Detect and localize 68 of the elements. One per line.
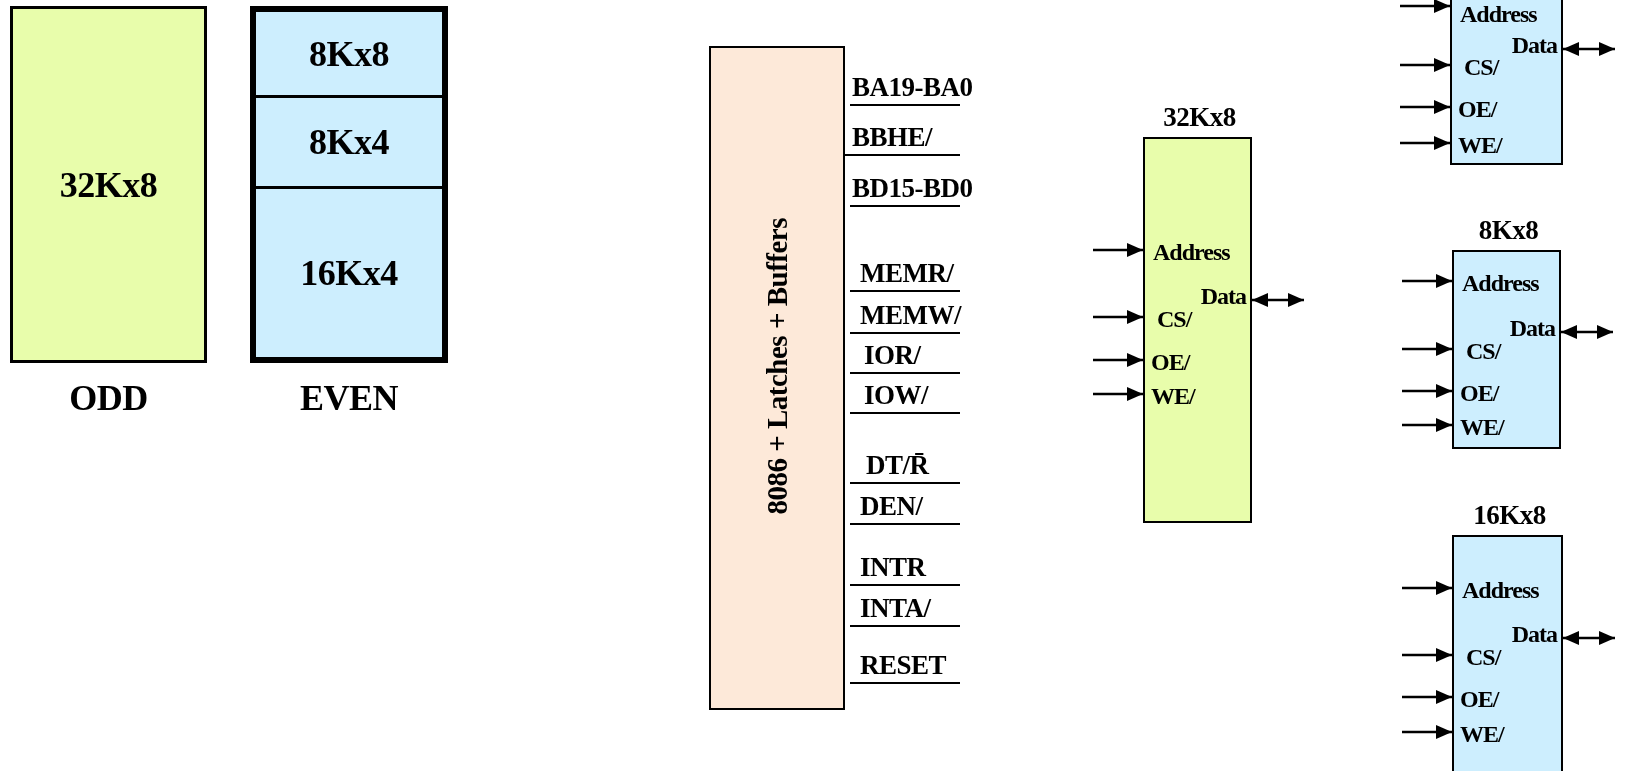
signal-label: BA19-BA0 [852, 73, 973, 101]
pin-label: CS/ [1464, 53, 1499, 81]
memory-block [253, 186, 445, 360]
arrow [1093, 387, 1143, 401]
chip-title: 8Kx8 [1477, 216, 1540, 244]
pin-label: OE/ [1460, 685, 1499, 713]
pin-label: Address [1153, 238, 1230, 266]
pin-label: OE/ [1458, 95, 1497, 123]
arrow [1400, 136, 1450, 150]
arrow [1402, 690, 1452, 704]
pin-label: OE/ [1151, 348, 1190, 376]
signal-label: RESET [860, 651, 947, 679]
memory-block [10, 6, 207, 363]
pin-label: Data [1200, 282, 1246, 310]
arrow [1252, 293, 1304, 307]
pin-label: Data [1511, 620, 1557, 648]
pin-label: Data [1509, 314, 1555, 342]
pin-label: WE/ [1458, 131, 1502, 159]
pin-label: Address [1462, 269, 1539, 297]
signal-label: BBHE/ [852, 123, 933, 151]
pin-label: CS/ [1157, 305, 1192, 333]
arrow [1563, 631, 1615, 645]
signal-label: IOR/ [864, 341, 921, 369]
arrow [1402, 342, 1452, 356]
pin-label: OE/ [1460, 379, 1499, 407]
arrow [1402, 581, 1452, 595]
signal-label: BD15-BD0 [852, 174, 973, 202]
pin-label: WE/ [1460, 413, 1504, 441]
signal-label: INTR [860, 553, 926, 581]
signal-label: DEN/ [860, 492, 923, 520]
chip-title: 32Kx8 [1162, 103, 1237, 131]
memory-bank [250, 6, 448, 363]
arrow [1093, 353, 1143, 367]
pin-label: CS/ [1466, 337, 1501, 365]
pin-label: WE/ [1460, 720, 1504, 748]
arrow [1402, 274, 1452, 288]
arrow [1561, 325, 1613, 339]
arrow [1093, 310, 1143, 324]
block-label: 8Kx4 [308, 122, 390, 162]
arrow [1400, 0, 1450, 13]
signal-label: MEMR/ [860, 259, 954, 287]
pin-label: Address [1462, 576, 1539, 604]
pin-label: CS/ [1466, 643, 1501, 671]
block-caption: EVEN [299, 378, 399, 418]
memory-chip [1450, 0, 1563, 165]
arrow [1402, 384, 1452, 398]
block-label: 16Kx4 [299, 253, 399, 293]
arrow [1402, 648, 1452, 662]
processor-label: 8086 + Latches + Buffers [761, 218, 793, 515]
chip-title: 16Kx8 [1472, 501, 1547, 529]
arrow [1400, 58, 1450, 72]
block-label: 32Kx8 [58, 164, 159, 205]
block-label: 8Kx8 [308, 33, 390, 74]
pin-label: Data [1511, 31, 1557, 59]
processor-block [709, 46, 845, 710]
arrow [1402, 418, 1452, 432]
block-caption: ODD [68, 378, 149, 418]
memory-block [253, 9, 445, 98]
signal-label: DT/R̄ [866, 451, 929, 479]
signal-label: INTA/ [860, 594, 931, 622]
memory-block [253, 95, 445, 189]
signal-label: IOW/ [864, 381, 928, 409]
signal-label: MEMW/ [860, 301, 961, 329]
pin-label: Address [1460, 0, 1537, 28]
pin-label: WE/ [1151, 382, 1195, 410]
arrow [1563, 42, 1615, 56]
arrow [1093, 243, 1143, 257]
arrow [1402, 725, 1452, 739]
